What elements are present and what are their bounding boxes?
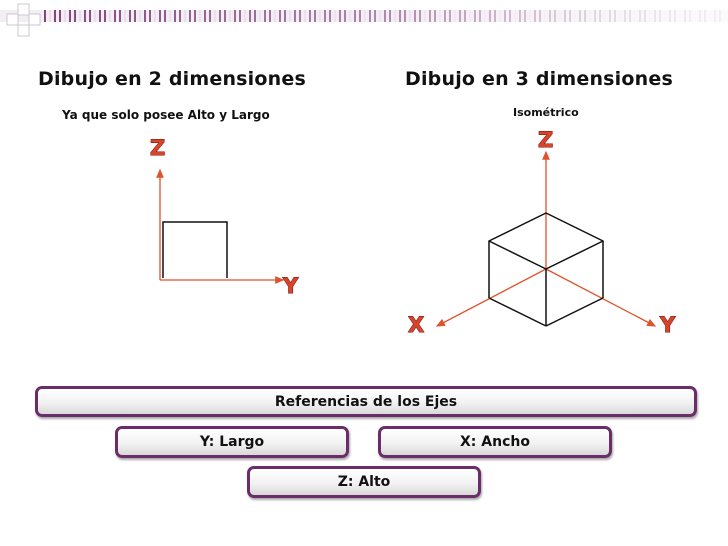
isometric-cube [488,212,604,327]
legend-x: X: Ancho [460,434,530,450]
left-panel-subtitle: Ya que solo posee Alto y Largo [62,108,270,122]
legend-y-box: Y: Largo [115,426,349,458]
legend-z: Z: Alto [337,474,391,490]
label-z-3d: Z [538,128,553,152]
label-y-3d: Y [659,313,676,337]
diagram-3d: Z X Y [408,128,677,338]
legend-z-box: Z: Alto [247,466,481,498]
diagram-2d: Z Y [150,136,300,299]
top-decorative-stripe [0,3,728,37]
legend-y: Y: Largo [199,434,265,450]
legend-header: Referencias de los Ejes [274,393,458,410]
legend-header-box: Referencias de los Ejes [35,386,697,417]
right-panel-title: Dibujo en 3 dimensiones [405,68,673,90]
axis-x-3d [435,268,547,327]
square-2d [162,221,228,278]
label-z-2d: Z [150,136,165,160]
axis-y-3d [545,268,657,327]
left-panel-title: Dibujo en 2 dimensiones [38,68,306,90]
right-panel-subtitle: Isométrico [513,106,579,119]
label-y-2d: Y [282,274,299,298]
axes-diagrams: Z Y Z X Y [150,128,677,338]
label-x-3d: X [408,313,424,337]
legend-x-box: X: Ancho [378,426,612,458]
